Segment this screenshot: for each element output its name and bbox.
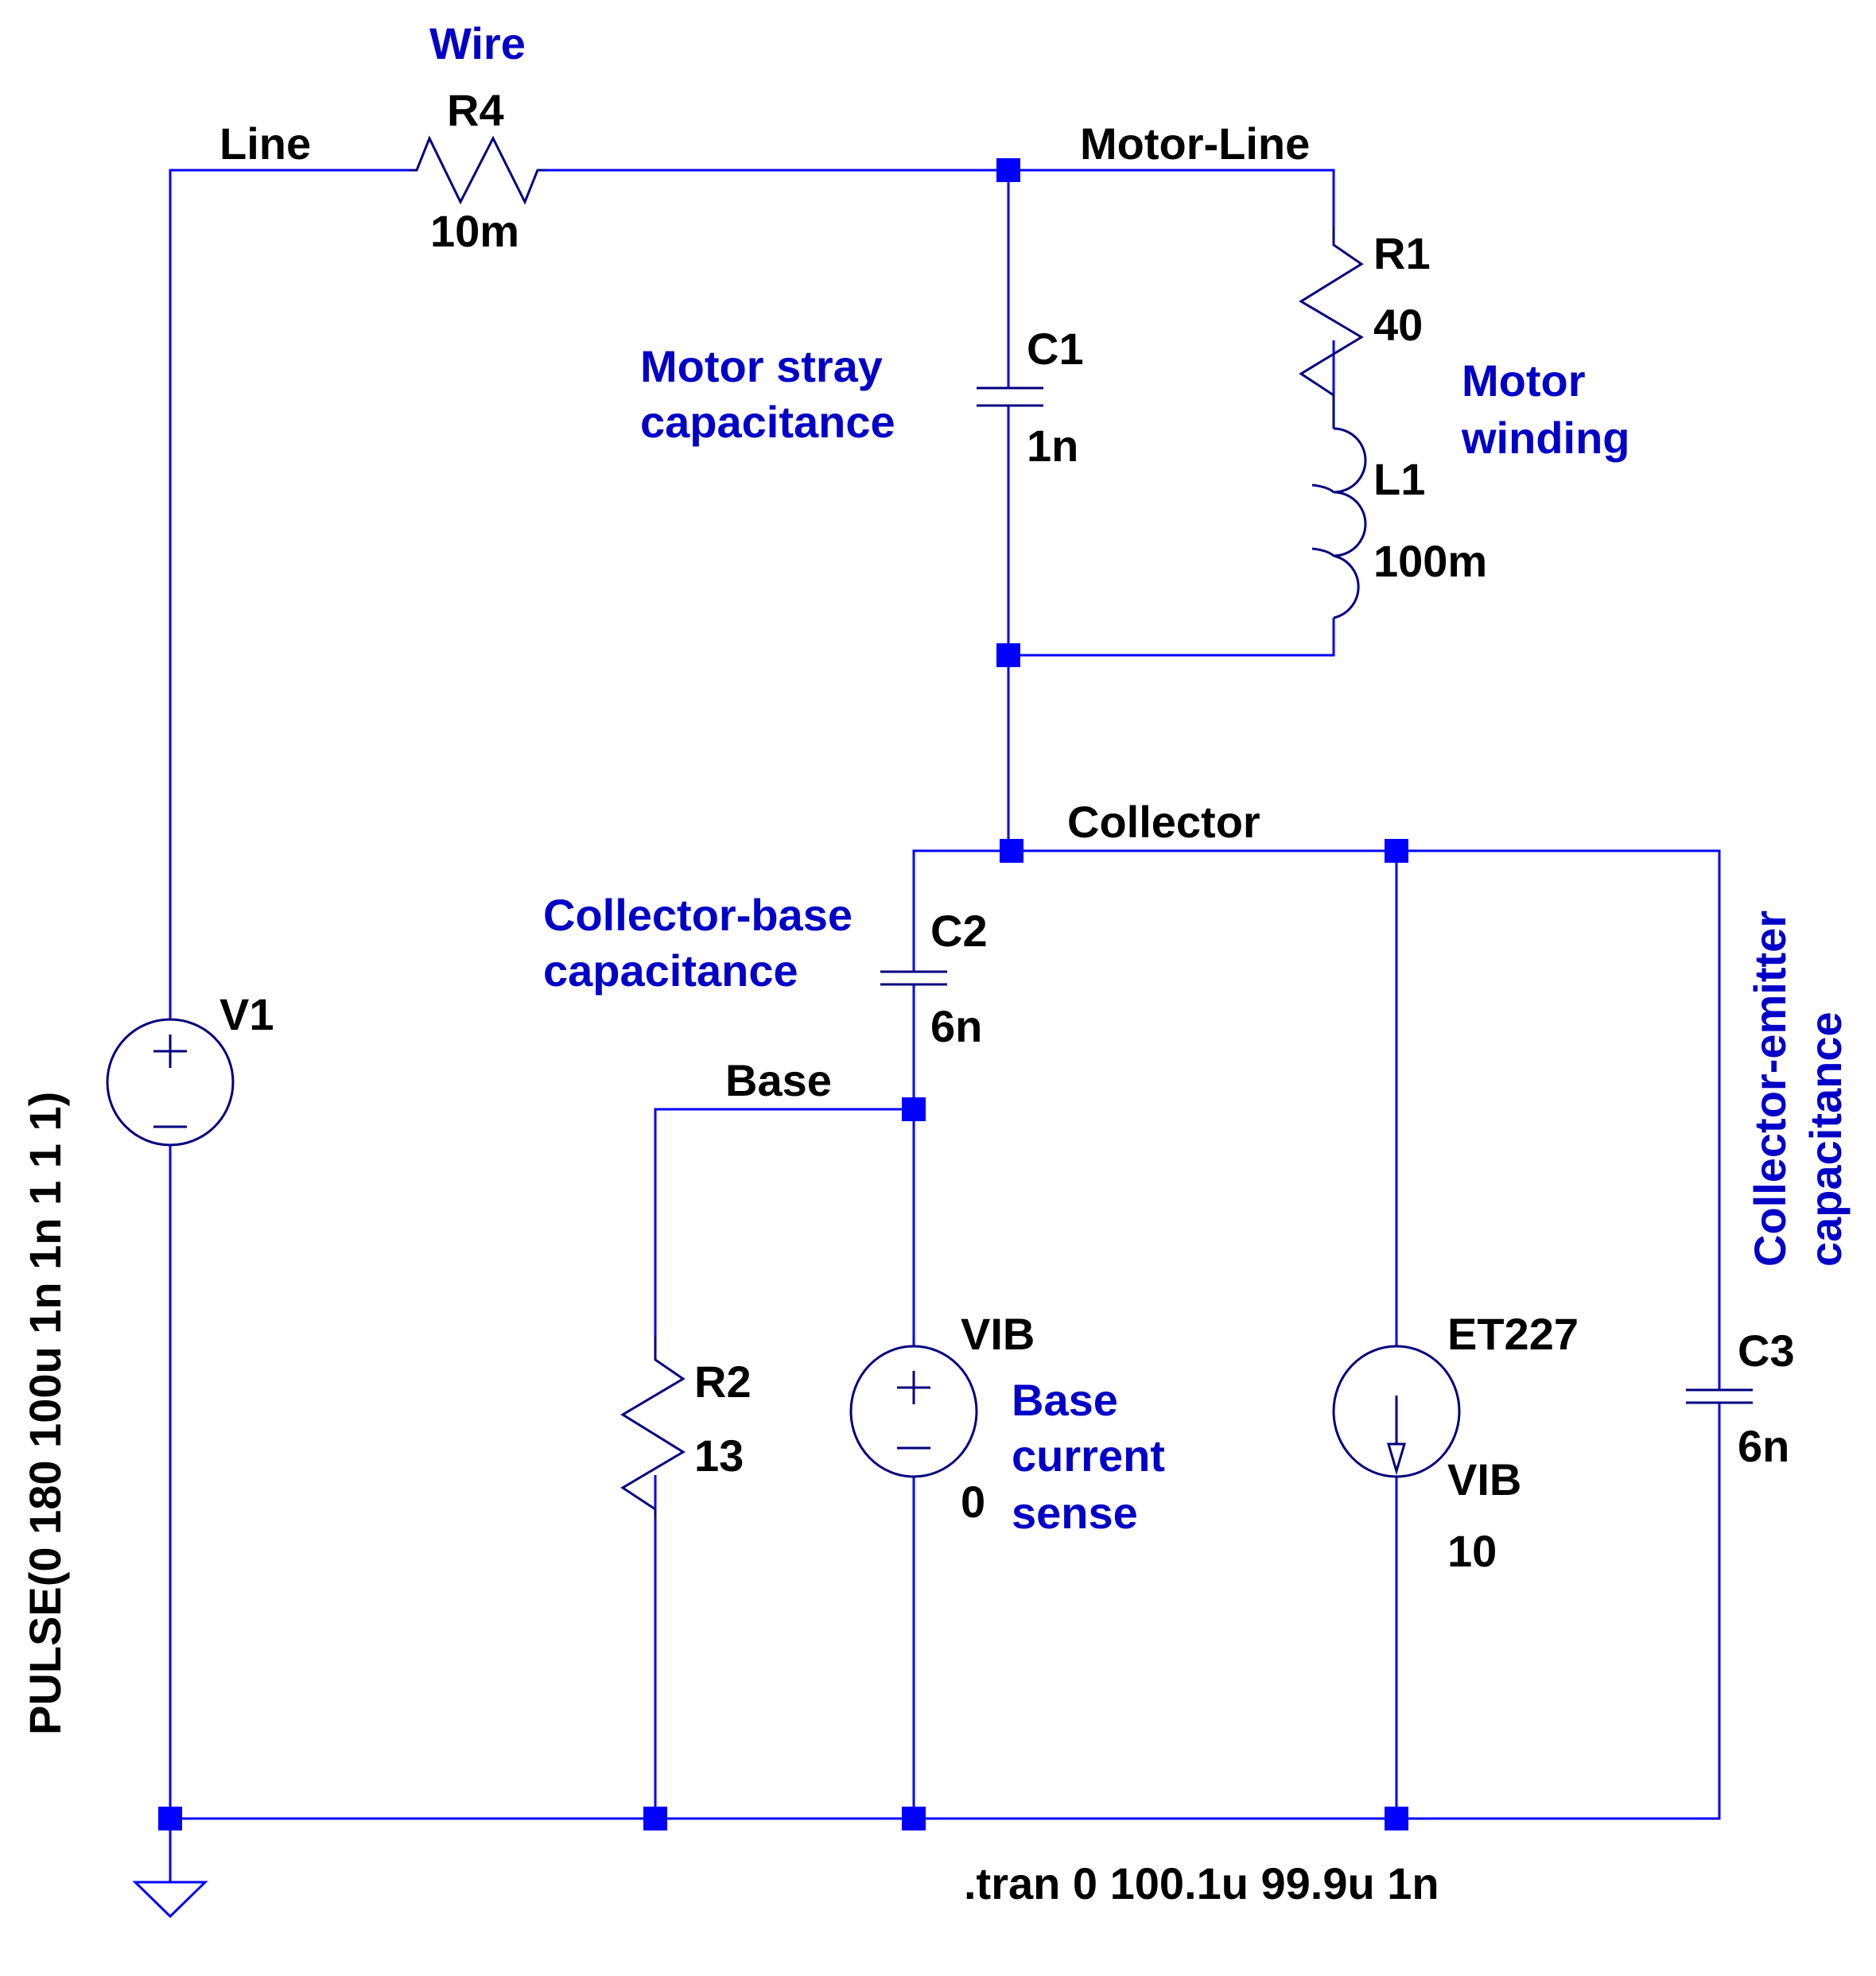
wire-base[interactable]	[654, 1108, 914, 1336]
net-label-base: Base	[725, 1055, 832, 1105]
motor-winding-comment-line1: Motor	[1462, 355, 1586, 406]
junction-node[interactable]	[1385, 1807, 1408, 1830]
current-source-et227-symbol[interactable]	[1332, 1345, 1461, 1478]
et227-gain: 10	[1447, 1526, 1497, 1576]
v1-value: PULSE(0 180 100u 1n 1n 1 1 1)	[20, 1092, 70, 1735]
wire-motor-line[interactable]	[545, 169, 1335, 227]
c2-name: C2	[930, 906, 988, 956]
junction-node[interactable]	[643, 1807, 667, 1830]
resistor-r4-symbol[interactable]	[410, 135, 545, 205]
junction-node[interactable]	[996, 643, 1020, 667]
c2-value: 6n	[930, 1001, 982, 1051]
net-label-collector: Collector	[1067, 797, 1260, 847]
voltage-source-v1-symbol[interactable]	[106, 1018, 235, 1147]
r4-value: 10m	[430, 206, 519, 256]
tran-directive[interactable]: .tran 0 100.1u 99.9u 1n	[964, 1858, 1439, 1908]
vib-comment-line1: Base	[1012, 1375, 1118, 1425]
junction-node[interactable]	[158, 1807, 182, 1830]
v1-name: V1	[219, 989, 274, 1039]
c3-comment-line1: Collector-emitter	[1745, 910, 1795, 1267]
l1-name: L1	[1373, 454, 1425, 504]
motor-winding-comment-line2: winding	[1461, 413, 1630, 463]
l1-value: 100m	[1373, 536, 1487, 586]
c2-comment-line1: Collector-base	[543, 890, 853, 940]
capacitor-c2-symbol[interactable]	[880, 970, 947, 986]
junction-node[interactable]	[1385, 839, 1408, 863]
junction-node[interactable]	[996, 158, 1020, 182]
net-label-motor-line: Motor-Line	[1080, 118, 1310, 169]
c1-name: C1	[1027, 324, 1084, 374]
resistor-r1-symbol[interactable]	[1299, 227, 1364, 429]
r2-name: R2	[694, 1357, 752, 1407]
ground-icon	[132, 1881, 208, 1919]
r4-name: R4	[447, 85, 504, 135]
capacitor-c3-symbol[interactable]	[1686, 1388, 1753, 1404]
wire-l1-bottom[interactable]	[1008, 618, 1335, 657]
voltage-source-vib-symbol[interactable]	[849, 1345, 978, 1478]
vib-value: 0	[961, 1477, 985, 1527]
vib-comment-line2: current	[1012, 1431, 1165, 1481]
et227-name: ET227	[1447, 1309, 1579, 1359]
r2-value: 13	[694, 1431, 744, 1481]
r4-comment: Wire	[429, 18, 526, 68]
capacitor-c1-symbol[interactable]	[977, 386, 1043, 407]
junction-node[interactable]	[902, 1097, 926, 1121]
junction-node[interactable]	[902, 1807, 926, 1830]
wire-line-left[interactable]	[169, 169, 410, 1019]
et227-control: VIB	[1447, 1454, 1521, 1504]
junction-node[interactable]	[1000, 839, 1023, 863]
junctions	[158, 158, 1408, 1830]
c1-comment-line1: Motor stray	[640, 341, 883, 391]
c3-comment-line2: capacitance	[1800, 1011, 1851, 1267]
wire-c3-bottom[interactable]	[170, 1403, 1721, 1820]
c3-name: C3	[1738, 1326, 1795, 1376]
resistor-r2-symbol[interactable]	[620, 1336, 686, 1519]
r1-value: 40	[1373, 300, 1423, 350]
inductor-l1-symbol[interactable]	[1311, 427, 1367, 619]
c3-value: 6n	[1738, 1421, 1789, 1471]
wire-collector[interactable]	[912, 849, 1721, 1390]
vib-comment-line3: sense	[1012, 1488, 1138, 1538]
c2-comment-line2: capacitance	[543, 945, 798, 996]
net-label-line: Line	[219, 118, 311, 169]
c1-comment-line2: capacitance	[640, 397, 895, 447]
r1-name: R1	[1373, 228, 1431, 278]
vib-name: VIB	[961, 1309, 1035, 1359]
c1-value: 1n	[1027, 421, 1078, 471]
